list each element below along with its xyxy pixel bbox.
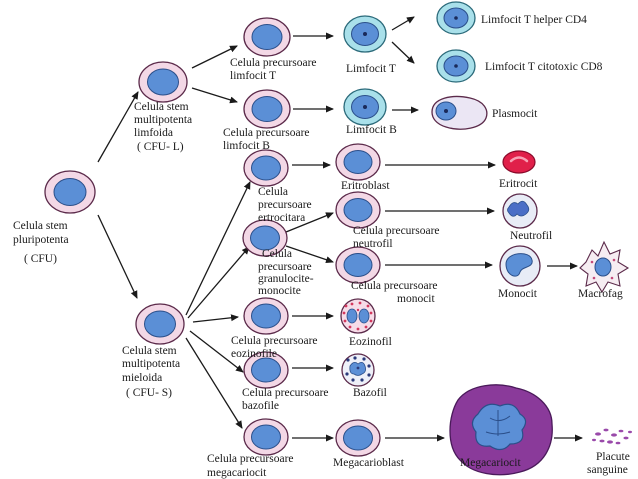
- cell-limfocit-t: [343, 15, 387, 53]
- label-prec-gm-3: granulocite-: [258, 273, 314, 285]
- label-prec-eoz-1: Celula precursoare: [231, 335, 318, 347]
- label-prec-mega-2: megacariocit: [207, 467, 267, 479]
- label-prec-baz-1: Celula precursoare: [242, 387, 329, 399]
- label-prec-gm-4: monocite: [258, 285, 301, 297]
- label-eritrocit: Eritrocit: [499, 178, 538, 190]
- arrow-myeloid-to-prec-gm: [187, 246, 250, 319]
- label-pluripotent-2: pluripotenta: [13, 234, 69, 246]
- cell-plasmocit: [431, 95, 488, 130]
- cell-prec-gm: [242, 219, 288, 257]
- label-prec-erit-3: ertrocitara: [258, 212, 305, 224]
- label-limfocit-b: Limfocit B: [346, 124, 397, 136]
- label-lymphoid-4: ( CFU- L): [137, 141, 184, 153]
- cell-cytotoxic-cd8: [436, 49, 476, 83]
- arrow-limfocit-t-to-cytotoxic: [391, 41, 415, 64]
- arrow-lymphoid-to-prec-b: [191, 87, 238, 104]
- arrow-stem-to-lymphoid: [97, 91, 139, 163]
- cell-prec-mega: [243, 418, 289, 456]
- cell-eritrocit: [502, 150, 536, 174]
- label-pluripotent-1: Celula stem: [13, 220, 68, 232]
- cell-stem-myeloid: [135, 303, 185, 345]
- cell-prec-b: [243, 89, 291, 129]
- cell-bazofil: [341, 353, 375, 387]
- label-prec-erit-1: Celula: [258, 186, 288, 198]
- label-helper: Limfocit T helper CD4: [481, 14, 587, 26]
- label-megacarioblast: Megacarioblast: [333, 457, 405, 469]
- cell-prec-neut: [335, 191, 381, 229]
- label-myeloid-2: multipotenta: [122, 358, 180, 370]
- label-monocit: Monocit: [498, 288, 538, 300]
- label-lymphoid-3: limfoida: [134, 127, 173, 139]
- cell-eozinofil: [340, 298, 376, 334]
- label-prec-t-2: limfocit T: [230, 70, 276, 82]
- label-placute-1: Placute: [596, 451, 630, 463]
- label-bazofil: Bazofil: [353, 387, 387, 399]
- cell-neutrofil: [502, 193, 538, 229]
- label-myeloid-3: mieloida: [122, 372, 162, 384]
- label-macrofag: Macrofag: [578, 288, 623, 300]
- arrow-myeloid-to-prec-mega: [185, 337, 243, 429]
- label-cytotoxic: Limfocit T citotoxic CD8: [485, 61, 603, 73]
- label-plasmocit: Plasmocit: [492, 108, 538, 120]
- label-prec-neut-2: neutrofil: [353, 238, 393, 250]
- label-myeloid-1: Celula stem: [122, 345, 177, 357]
- label-prec-b-1: Celula precursoare: [223, 127, 310, 139]
- cell-prec-erit: [243, 149, 289, 187]
- label-neutrofil: Neutrofil: [510, 230, 552, 242]
- cell-eritroblast: [335, 143, 381, 181]
- cell-megacariocit: [449, 384, 553, 476]
- label-prec-b-2: limfocit B: [223, 140, 270, 152]
- label-prec-baz-2: bazofile: [242, 400, 279, 412]
- arrow-myeloid-to-prec-baz: [189, 330, 244, 373]
- cell-placute-sanguine: [592, 428, 632, 445]
- cell-monocit: [499, 245, 541, 287]
- label-limfocit-t: Limfocit T: [346, 63, 396, 75]
- label-pluripotent-3: ( CFU): [24, 253, 57, 265]
- label-lymphoid-2: multipotenta: [134, 114, 192, 126]
- label-prec-erit-2: precursoare: [258, 199, 312, 211]
- cell-limfocit-b: [343, 88, 387, 126]
- label-prec-mega-1: Celula precursoare: [207, 453, 294, 465]
- label-eritroblast: Eritroblast: [341, 180, 390, 192]
- cell-stem-lymphoid: [138, 61, 188, 103]
- arrow-lymphoid-to-prec-t: [191, 45, 238, 69]
- label-prec-gm-1: Celula: [262, 248, 292, 260]
- cell-helper-cd4: [436, 1, 476, 35]
- arrow-prec-gm-to-prec-neut: [285, 212, 334, 233]
- cell-prec-baz: [243, 351, 289, 389]
- cell-prec-mono: [335, 246, 381, 284]
- cell-megacarioblast: [335, 419, 381, 457]
- arrow-myeloid-to-prec-eoz: [192, 314, 239, 323]
- arrow-stem-to-myeloid: [97, 214, 138, 299]
- arrow-limfocit-t-to-helper: [391, 16, 415, 31]
- label-eozinofil: Eozinofil: [349, 336, 392, 348]
- arrow-myeloid-to-prec-erit: [185, 181, 251, 316]
- label-prec-neut-1: Celula precursoare: [353, 225, 440, 237]
- label-prec-eoz-2: eozinofile: [231, 348, 277, 360]
- label-prec-t-1: Celula precursoare: [230, 57, 317, 69]
- label-prec-mono-2: monocit: [397, 293, 435, 305]
- arrow-prec-gm-to-prec-mono: [285, 245, 334, 264]
- cell-prec-t: [243, 17, 291, 57]
- cell-prec-eoz: [243, 297, 289, 335]
- label-megacariocit: Megacariocit: [460, 457, 521, 469]
- label-lymphoid-1: Celula stem: [134, 101, 189, 113]
- cell-macrofag: [579, 240, 630, 294]
- label-placute-2: sanguine: [587, 464, 628, 476]
- cell-pluripotent: [44, 170, 96, 214]
- label-myeloid-4: ( CFU- S): [126, 387, 172, 399]
- label-prec-gm-2: precursoare: [258, 261, 312, 273]
- label-prec-mono-1: Celula precursoare: [351, 280, 438, 292]
